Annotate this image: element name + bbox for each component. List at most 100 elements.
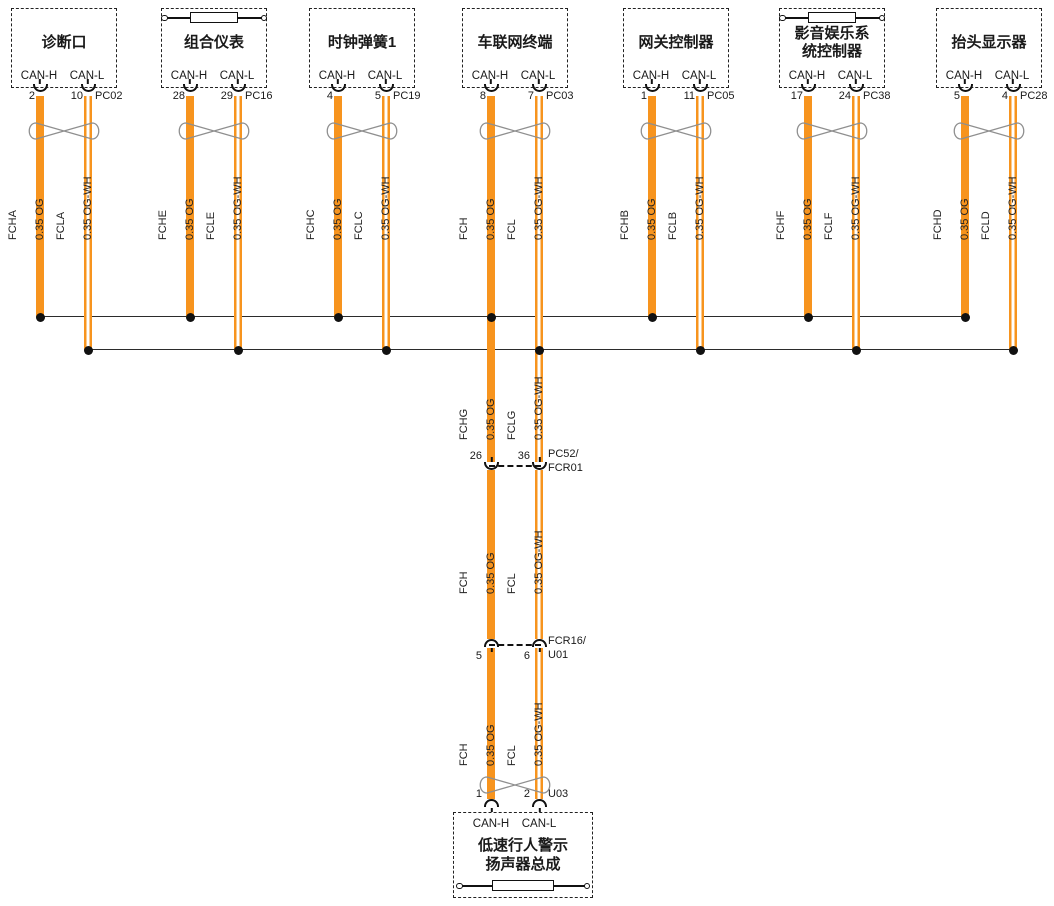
wire-name-label: FCHG [458,408,470,440]
can-h-label: CAN-H [472,818,510,830]
can-l-label: CAN-L [837,70,873,82]
twisted-pair-icon [28,122,100,140]
junction-dot-can-h [647,312,657,322]
pin-number-can-l: 11 [683,90,695,102]
connector-pin-icon [532,639,547,647]
wire-name-label: FCLC [353,211,365,240]
wire-spec-label: 0.35 OG [332,198,344,240]
wire-can-h [36,96,44,317]
connector-pin-icon [800,84,816,92]
wire-name-label: FCLD [980,211,992,240]
can-h-label: CAN-H [632,70,670,82]
pin-number-can-l: 5 [374,90,381,102]
twisted-pair-icon [640,122,712,140]
connector-code: PC03 [546,90,574,102]
can-l-label: CAN-L [367,70,403,82]
trunk-wire-can-l [535,470,543,639]
wire-name-label: FCL [506,745,518,766]
wire-can-l [696,96,704,350]
twisted-pair-icon [796,122,868,140]
wire-can-l [852,96,860,350]
module-title-line1: 影音娱乐系 [794,25,870,42]
pin-number-can-h: 4 [326,90,333,102]
can-l-label: CAN-L [69,70,105,82]
inline-connector-code: FCR16/ [548,635,586,647]
module-box: 车联网终端 CAN-H CAN-L [462,8,568,88]
wire-can-l [1009,96,1017,350]
wire-spec-label: 0.35 OG-WH [533,702,545,766]
pin-number-can-h: 2 [28,90,35,102]
wire-spec-label: 0.35 OG-WH [533,176,545,240]
resistor-body [807,12,857,23]
can-node-module: 时钟弹簧1 CAN-H CAN-L 4 5 PC19 FCHC 0.35 OG … [305,0,421,372]
module-title-line1: 诊断口 [41,34,87,51]
wire-spec-label: 0.35 OG [485,552,497,594]
connector-code: PC05 [707,90,735,102]
junction-dot-can-h [333,312,343,322]
can-h-label: CAN-H [20,70,58,82]
connector-code: PC28 [1020,90,1048,102]
can-l-label: CAN-L [219,70,255,82]
wire-spec-label: 0.35 OG [34,198,46,240]
junction-dot-can-h [960,312,970,322]
wire-can-h [804,96,812,317]
connector-pin-icon [484,462,499,470]
can-h-label: CAN-H [945,70,983,82]
wire-name-label: FCLB [667,211,679,240]
resistor-terminal-circle [583,882,590,889]
connector-pin-icon [848,84,864,92]
junction-dot-can-h [185,312,195,322]
wire-name-label: FCLF [823,212,835,241]
twisted-pair-icon [479,776,551,794]
pin-number-can-h: 26 [469,450,482,462]
pin-number-can-l: 36 [517,450,530,462]
junction-dot-can-h [35,312,45,322]
bus-can-l-line [88,349,1013,350]
pin-number-can-h: 5 [953,90,960,102]
junction-dot-can-l [695,345,705,355]
resistor-terminal-circle [456,882,463,889]
connector-pin-icon [230,84,246,92]
wire-can-h [334,96,342,317]
trunk-wire-can-h [487,470,495,639]
resistor-terminal-circle [779,14,786,21]
connector-code: PC02 [95,90,123,102]
pin-number-can-l: 2 [523,788,530,800]
pin-number-can-l: 4 [1001,90,1008,102]
wire-name-label: FCHB [619,210,631,240]
terminal-resistor-icon [456,880,590,892]
wire-name-label: FCHE [157,210,169,240]
can-h-label: CAN-H [788,70,826,82]
can-node-module: 影音娱乐系 统控制器 CAN-H CAN-L 17 24 PC38 FCHF 0… [775,0,891,372]
junction-dot-can-h [486,312,496,322]
resistor-terminal-circle [260,14,267,21]
trunk-wire-can-h [487,648,495,799]
connector-pin-icon [484,799,499,807]
module-box: 诊断口 CAN-H CAN-L [11,8,117,88]
wire-name-label: FCH [458,217,470,240]
can-h-label: CAN-H [170,70,208,82]
junction-dot-can-l [534,345,544,355]
wire-spec-label: 0.35 OG-WH [232,176,244,240]
can-h-label: CAN-H [471,70,509,82]
connector-pin-icon [80,84,96,92]
wire-spec-label: 0.35 OG-WH [82,176,94,240]
module-title: 影音娱乐系 统控制器 [776,15,888,71]
wire-spec-label: 0.35 OG-WH [694,176,706,240]
junction-dot-can-l [233,345,243,355]
trunk-wire-can-l [535,648,543,799]
module-title-line1: 时钟弹簧1 [327,34,397,51]
connector-code: PC16 [245,90,273,102]
connector-pin-icon [531,84,547,92]
module-box: 组合仪表 CAN-H CAN-L [161,8,267,88]
pin-number-can-h: 5 [475,650,482,662]
twisted-pair-icon [953,122,1025,140]
connector-code: PC38 [863,90,891,102]
connector-pin-icon [692,84,708,92]
can-node-module: 诊断口 CAN-H CAN-L 2 10 PC02 FCHA 0.35 OG F… [7,0,123,372]
pin-number-can-h: 1 [640,90,647,102]
wire-can-h [648,96,656,317]
twisted-pair-icon [326,122,398,140]
module-box: 网关控制器 CAN-H CAN-L [623,8,729,88]
pin-number-can-l: 29 [220,90,233,102]
